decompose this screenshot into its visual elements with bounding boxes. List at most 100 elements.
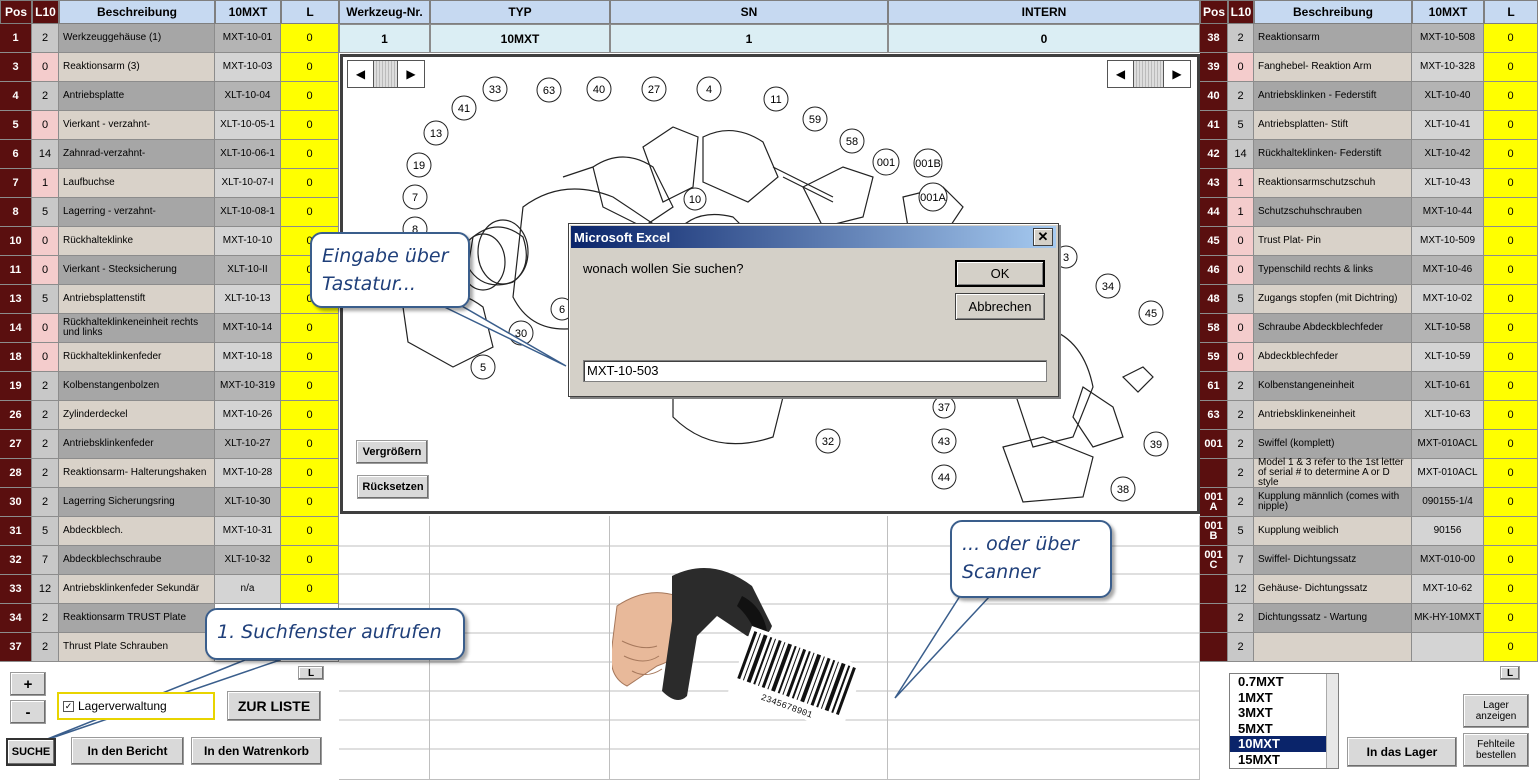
scroll-right-icon[interactable]: ▶ xyxy=(406,67,416,81)
scroll-left-icon[interactable]: ◀ xyxy=(348,61,374,87)
l-cell[interactable]: 0 xyxy=(281,24,339,53)
scroll-left-icon[interactable]: ◀ xyxy=(1108,61,1134,87)
typ-value[interactable]: 10MXT xyxy=(430,24,610,53)
l-cell[interactable]: 0 xyxy=(1484,53,1538,82)
werkzeug-nr-value[interactable]: 1 xyxy=(339,24,430,53)
l-cell[interactable]: 0 xyxy=(281,488,339,517)
listbox-item[interactable]: 3MXT xyxy=(1238,705,1273,720)
image-scroll-right[interactable]: ◀ ▶ xyxy=(1107,60,1191,88)
listbox-item[interactable]: 15MXT xyxy=(1238,751,1280,767)
l-cell[interactable]: 0 xyxy=(1484,256,1538,285)
l-cell[interactable]: 0 xyxy=(281,343,339,372)
l-cell[interactable]: 0 xyxy=(281,198,339,227)
l-cell[interactable]: 0 xyxy=(1484,488,1538,517)
cart-button[interactable]: In den Watrenkorb xyxy=(191,737,322,765)
order-missing-button[interactable]: Fehlteile bestellen xyxy=(1463,733,1529,767)
l-cell[interactable]: 0 xyxy=(281,82,339,111)
l-cell[interactable]: 0 xyxy=(1484,24,1538,53)
ok-button[interactable]: OK xyxy=(955,260,1045,287)
listbox-item[interactable]: 1MXT xyxy=(1238,689,1273,705)
l-cell[interactable]: 0 xyxy=(281,169,339,198)
reset-button[interactable]: Rücksetzen xyxy=(357,475,429,499)
plus-button[interactable]: + xyxy=(10,672,46,696)
listbox-item[interactable]: 5MXT xyxy=(1238,720,1273,736)
listbox-item[interactable]: 0.7MXT xyxy=(1238,674,1284,689)
l-cell[interactable]: 0 xyxy=(281,575,339,604)
l-small-button-right[interactable]: L xyxy=(1500,666,1520,680)
l-cell[interactable]: 0 xyxy=(1484,140,1538,169)
l-cell[interactable]: 0 xyxy=(1484,633,1538,662)
l-small-button[interactable]: L xyxy=(298,666,324,680)
listbox-item[interactable]: 10MXT xyxy=(1230,736,1338,752)
l-cell[interactable]: 0 xyxy=(1484,111,1538,140)
show-stock-button[interactable]: Lager anzeigen xyxy=(1463,694,1529,728)
l-cell[interactable]: 0 xyxy=(1484,430,1538,459)
l-cell[interactable]: 0 xyxy=(281,372,339,401)
l-cell[interactable]: 0 xyxy=(1484,343,1538,372)
l-cell[interactable]: 0 xyxy=(281,546,339,575)
to-list-button[interactable]: ZUR LISTE xyxy=(227,691,321,721)
to-stock-button[interactable]: In das Lager xyxy=(1347,737,1457,767)
scroll-track[interactable] xyxy=(374,61,398,87)
l-cell[interactable]: 0 xyxy=(1484,517,1538,546)
l-cell[interactable]: 0 xyxy=(1484,546,1538,575)
checkbox-check-icon[interactable]: ✓ xyxy=(63,700,74,712)
stock-management-checkbox[interactable]: ✓ Lagerverwaltung xyxy=(57,692,215,720)
l-cell[interactable]: 0 xyxy=(1484,314,1538,343)
scroll-track[interactable] xyxy=(1134,61,1164,87)
l-cell[interactable]: 0 xyxy=(281,111,339,140)
zoom-button[interactable]: Vergrößern xyxy=(356,440,428,464)
l-cell[interactable]: 0 xyxy=(1484,82,1538,111)
l-cell[interactable]: 0 xyxy=(1484,604,1538,633)
report-button[interactable]: In den Bericht xyxy=(71,737,184,765)
l-cell[interactable]: 0 xyxy=(281,517,339,546)
minus-button[interactable]: - xyxy=(10,700,46,724)
search-input[interactable]: MXT-10-503 xyxy=(583,360,1047,382)
l-cell[interactable]: 0 xyxy=(1484,169,1538,198)
l-cell[interactable]: 0 xyxy=(281,314,339,343)
l-cell[interactable]: 0 xyxy=(281,459,339,488)
l-cell[interactable]: 0 xyxy=(1484,198,1538,227)
l-cell[interactable]: 0 xyxy=(281,401,339,430)
l-cell[interactable]: 0 xyxy=(1484,372,1538,401)
l-cell[interactable]: 0 xyxy=(1484,285,1538,314)
scroll-right-icon[interactable]: ▶ xyxy=(1172,67,1182,81)
sn-value[interactable]: 1 xyxy=(610,24,888,53)
l-cell[interactable]: 0 xyxy=(281,53,339,82)
